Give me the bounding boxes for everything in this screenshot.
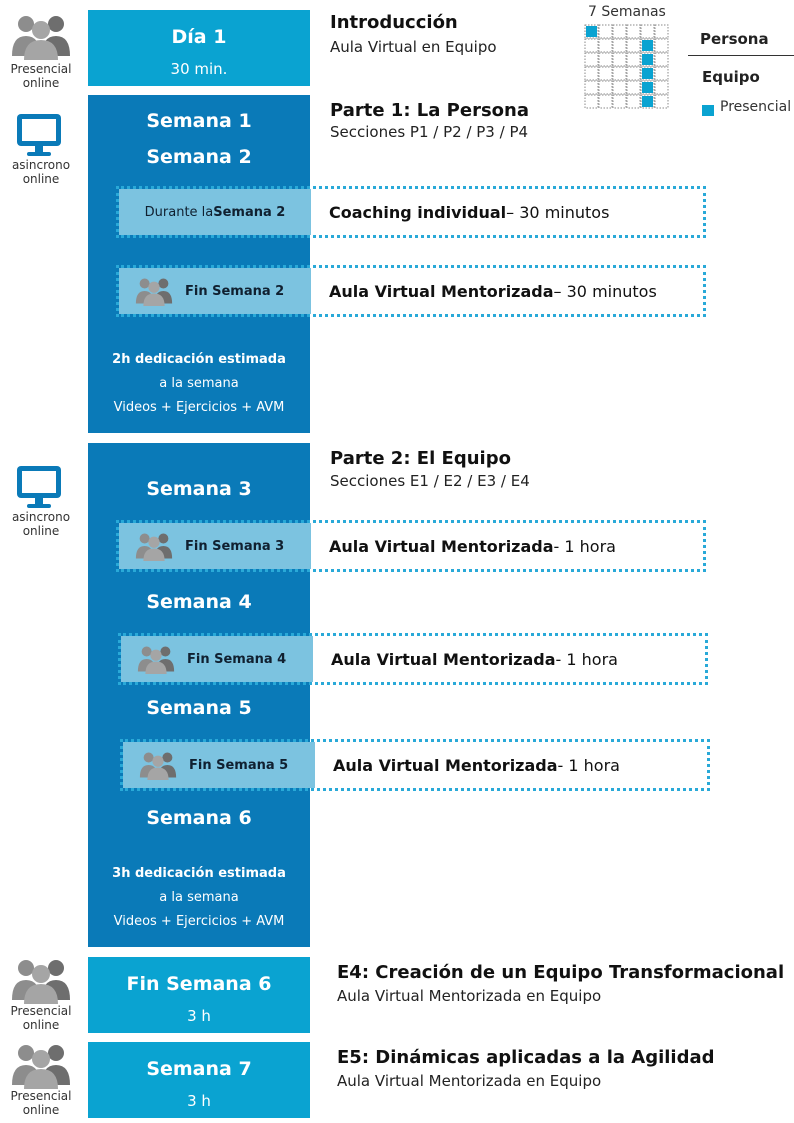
e5-block: Semana 7 3 h (88, 1042, 310, 1118)
coaching-session: Durante la Semana 2 Coaching individual … (116, 186, 706, 238)
legend-presencial: Presencial (720, 99, 792, 115)
avm-session-week2-label: Fin Semana 2 (119, 268, 311, 314)
avm-session-week3: Fin Semana 3 Aula Virtual Mentorizada - … (116, 520, 706, 572)
avm-session-week4: Fin Semana 4 Aula Virtual Mentorizada - … (118, 633, 708, 685)
avm-session-week5: Fin Semana 5 Aula Virtual Mentorizada - … (120, 739, 710, 791)
part2-sub: Secciones E1 / E2 / E3 / E4 (330, 472, 530, 490)
e4-duration: 3 h (187, 1007, 211, 1025)
avm-session-week5-label: Fin Semana 5 (123, 742, 315, 788)
legend: 7 Semanas Persona Equipo Presencial (584, 4, 794, 124)
part1-sub: Secciones P1 / P2 / P3 / P4 (330, 123, 529, 141)
legend-presencial-swatch (702, 105, 714, 116)
part2-heading: Parte 2: El Equipo (330, 448, 511, 469)
part1-heading: Parte 1: La Persona (330, 100, 530, 121)
legend-divider (688, 55, 794, 56)
legend-persona: Persona (700, 30, 769, 48)
week-2-label: Semana 2 (146, 146, 252, 168)
people-icon (12, 16, 70, 60)
e5-sub: Aula Virtual Mentorizada en Equipo (337, 1072, 602, 1090)
week-4-label: Semana 4 (146, 591, 252, 613)
avm-session-week4-text: Aula Virtual Mentorizada - 1 hora (331, 649, 618, 669)
coaching-session-label: Durante la Semana 2 (119, 189, 311, 235)
people-icon (12, 960, 70, 1004)
part1-dedication-note: 2h dedicación estimada a la semana Video… (112, 352, 286, 415)
day1-sub: Aula Virtual en Equipo (330, 38, 497, 56)
legend-week-grid (584, 24, 669, 109)
people-icon (135, 278, 173, 306)
people-icon (139, 752, 177, 780)
monitor-icon (17, 466, 61, 508)
e4-title: Fin Semana 6 (126, 973, 272, 995)
e4-block: Fin Semana 6 3 h (88, 957, 310, 1033)
coaching-session-text: Coaching individual – 30 minutos (329, 202, 610, 222)
people-icon (135, 533, 173, 561)
e5-title: Semana 7 (146, 1058, 252, 1080)
day1-title: Día 1 (171, 26, 227, 48)
monitor-icon (17, 114, 61, 156)
avm-session-week4-label: Fin Semana 4 (121, 636, 313, 682)
avm-session-week5-text: Aula Virtual Mentorizada - 1 hora (333, 755, 620, 775)
part2-dedication-note: 3h dedicación estimada a la semana Video… (112, 866, 286, 929)
week-5-label: Semana 5 (146, 697, 252, 719)
legend-title: 7 Semanas (588, 4, 666, 20)
e5-duration: 3 h (187, 1092, 211, 1110)
week-1-label: Semana 1 (146, 110, 252, 132)
day1-block: Día 1 30 min. (88, 10, 310, 86)
avm-session-week3-label: Fin Semana 3 (119, 523, 311, 569)
day1-duration: 30 min. (170, 60, 228, 78)
legend-equipo: Equipo (702, 68, 760, 86)
e4-heading: E4: Creación de un Equipo Transformacion… (337, 962, 785, 983)
week-6-label: Semana 6 (146, 807, 252, 829)
people-icon (137, 646, 175, 674)
e5-heading: E5: Dinámicas aplicadas a la Agilidad (337, 1047, 715, 1068)
avm-session-week2-text: Aula Virtual Mentorizada – 30 minutos (329, 281, 657, 301)
part1-block (88, 95, 310, 433)
avm-session-week2: Fin Semana 2 Aula Virtual Mentorizada – … (116, 265, 706, 317)
day1-heading: Introducción (330, 12, 458, 33)
avm-session-week3-text: Aula Virtual Mentorizada - 1 hora (329, 536, 616, 556)
e4-sub: Aula Virtual Mentorizada en Equipo (337, 987, 602, 1005)
week-3-label: Semana 3 (146, 478, 252, 500)
people-icon (12, 1045, 70, 1089)
